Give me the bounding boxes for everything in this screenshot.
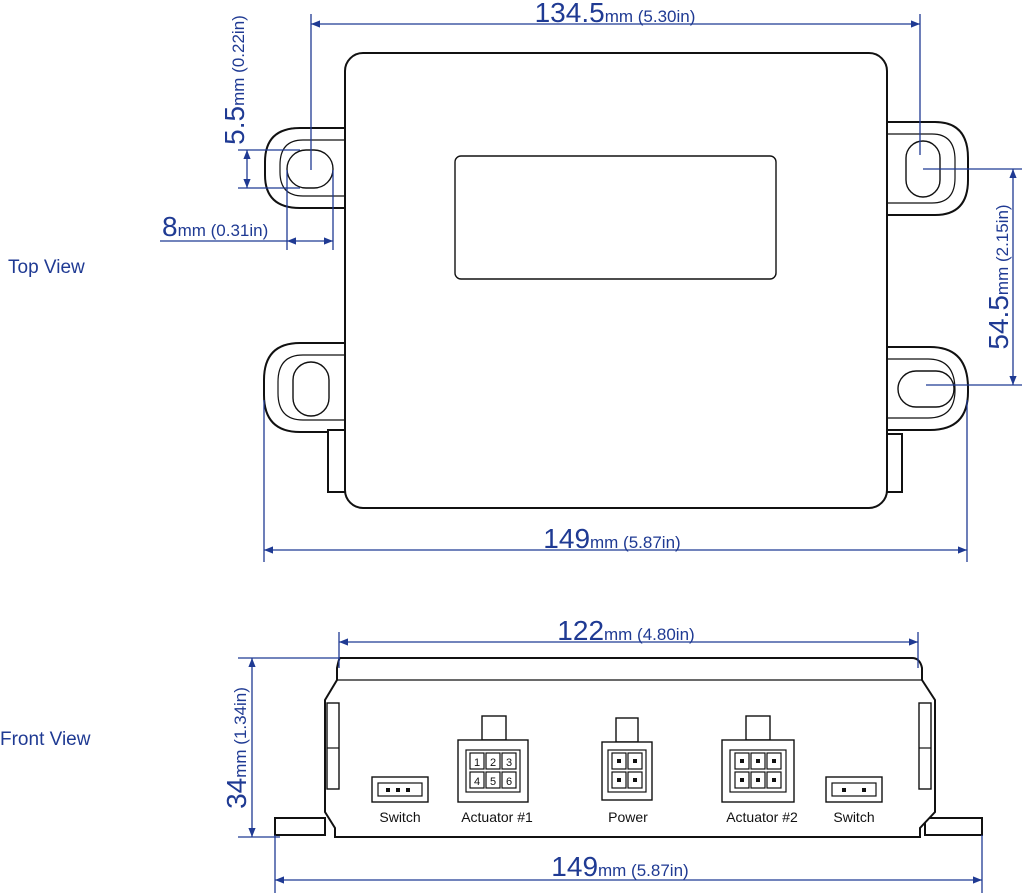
label-power: Power xyxy=(608,809,648,825)
label-window xyxy=(454,155,777,280)
label-actuator-1: Actuator #1 xyxy=(461,809,533,825)
slot-top-left xyxy=(286,149,334,189)
svg-text:34mm (1.34in): 34mm (1.34in) xyxy=(221,687,252,809)
side-vent-left xyxy=(326,702,340,790)
dim-front-top: 122mm (4.80in) xyxy=(338,615,919,668)
connector-switch-right: Switch xyxy=(825,776,883,825)
slot-bottom-right xyxy=(897,370,955,408)
front-flange-right xyxy=(924,817,983,836)
dim-top-overall: 149mm (5.87in) xyxy=(263,400,968,562)
label-actuator-2: Actuator #2 xyxy=(726,809,798,825)
dim-slot-height: 5.5mm (0.22in) xyxy=(219,15,300,189)
top-view-enclosure xyxy=(263,52,969,509)
svg-text:5.5mm (0.22in): 5.5mm (0.22in) xyxy=(219,15,250,145)
connector-power: Power xyxy=(601,717,653,825)
svg-text:149mm (5.87in): 149mm (5.87in) xyxy=(543,523,680,554)
dim-hole-spacing: 54.5mm (2.15in) xyxy=(923,168,1022,386)
svg-text:6: 6 xyxy=(506,776,512,788)
dim-front-height: 34mm (1.34in) xyxy=(221,657,340,838)
svg-text:134.5mm (5.30in): 134.5mm (5.30in) xyxy=(535,0,696,28)
top-body xyxy=(344,52,888,509)
label-switch-left: Switch xyxy=(379,809,420,825)
front-view-label: Front View xyxy=(0,729,91,750)
svg-text:4: 4 xyxy=(474,776,480,788)
connector-actuator-1: 1 2 3 4 5 6 Actuator #1 xyxy=(457,715,533,825)
svg-text:54.5mm (2.15in): 54.5mm (2.15in) xyxy=(983,204,1014,349)
dim-slot-width: 8mm (0.31in) xyxy=(160,170,334,250)
svg-text:8mm (0.31in): 8mm (0.31in) xyxy=(162,211,268,242)
svg-text:122mm (4.80in): 122mm (4.80in) xyxy=(557,615,694,646)
svg-text:2: 2 xyxy=(490,757,496,769)
svg-text:149mm (5.87in): 149mm (5.87in) xyxy=(551,851,688,882)
side-vent-right xyxy=(918,702,932,790)
label-switch-right: Switch xyxy=(833,809,874,825)
top-view-label: Top View xyxy=(8,257,85,278)
dim-front-overall: 149mm (5.87in) xyxy=(274,835,983,893)
slot-bottom-left xyxy=(292,361,330,417)
svg-text:3: 3 xyxy=(506,757,512,769)
connector-actuator-2: Actuator #2 xyxy=(721,715,798,825)
front-flange xyxy=(274,817,326,836)
svg-text:1: 1 xyxy=(474,757,480,769)
svg-text:5: 5 xyxy=(490,776,496,788)
connector-switch-left: Switch xyxy=(371,776,429,825)
dim-top-width: 134.5mm (5.30in) xyxy=(310,0,921,170)
